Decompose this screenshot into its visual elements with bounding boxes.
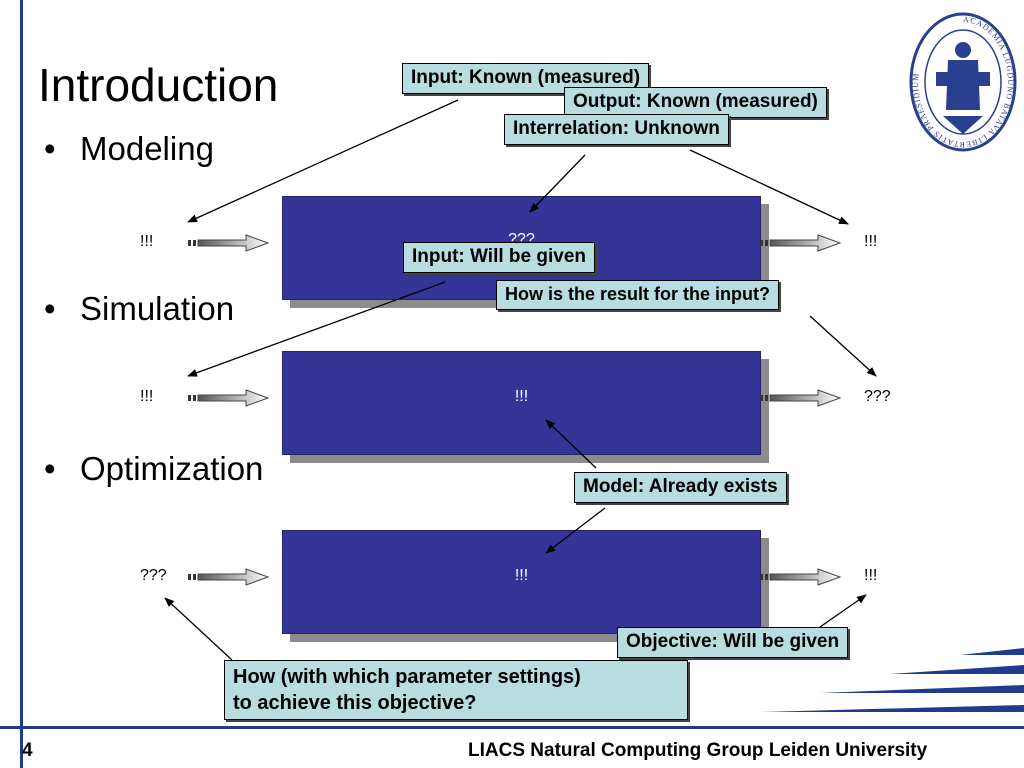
input-label-modeling: !!! — [140, 233, 154, 250]
callout-how-line2: to achieve this objective? — [233, 692, 477, 714]
box-label-optimization: !!! — [514, 567, 529, 584]
callout-interrelation: Interrelation: Unknown — [504, 114, 729, 145]
callout-output-known: Output: Known (measured) — [564, 87, 827, 118]
box-label-simulation: !!! — [514, 388, 529, 405]
model-box-optimization: !!! — [282, 530, 761, 634]
input-arrow-simulation — [187, 389, 269, 407]
pointer-input-given — [187, 281, 446, 377]
pointer-objective — [819, 594, 867, 628]
slide-title: Introduction — [38, 59, 279, 111]
callout-how-line1: How (with which parameter settings) — [233, 666, 581, 688]
pointer-how — [164, 597, 233, 661]
output-label-simulation: ??? — [864, 388, 891, 405]
pointer-model-upper — [545, 419, 597, 469]
pointer-interrelation — [529, 154, 586, 213]
output-arrow-simulation — [759, 389, 841, 407]
leiden-university-seal-icon: ACADEMIA LUGDUNO BATAVA LIBERTATIS PRAES… — [909, 12, 1017, 152]
pointer-model-lower — [545, 507, 606, 554]
model-box-simulation: !!! — [282, 351, 761, 455]
callout-input-given: Input: Will be given — [403, 242, 595, 273]
bullet-modeling: •Modeling — [44, 130, 214, 167]
input-label-optimization: ??? — [140, 567, 167, 584]
output-arrow-modeling — [759, 234, 841, 252]
left-accent-rule — [20, 0, 23, 768]
bullet-optimization: •Optimization — [44, 450, 264, 487]
pointer-output-known — [689, 149, 849, 225]
footer-organization: LIACS Natural Computing Group Leiden Uni… — [468, 740, 928, 761]
input-arrow-modeling — [187, 234, 269, 252]
callout-how: How (with which parameter settings) to a… — [224, 660, 688, 720]
callout-input-known: Input: Known (measured) — [402, 63, 650, 94]
output-label-optimization: !!! — [864, 567, 878, 584]
callout-result-question: How is the result for the input? — [496, 280, 779, 310]
bullet-simulation: •Simulation — [44, 290, 235, 327]
callout-objective-given: Objective: Will be given — [617, 627, 849, 658]
pointer-result-question — [809, 315, 877, 377]
callout-model-exists: Model: Already exists — [574, 472, 787, 503]
pointer-input-known — [187, 99, 459, 223]
output-arrow-optimization — [759, 568, 841, 586]
input-label-simulation: !!! — [140, 388, 154, 405]
input-arrow-optimization — [187, 568, 269, 586]
output-label-modeling: !!! — [864, 233, 878, 250]
page-number: 4 — [22, 740, 33, 761]
